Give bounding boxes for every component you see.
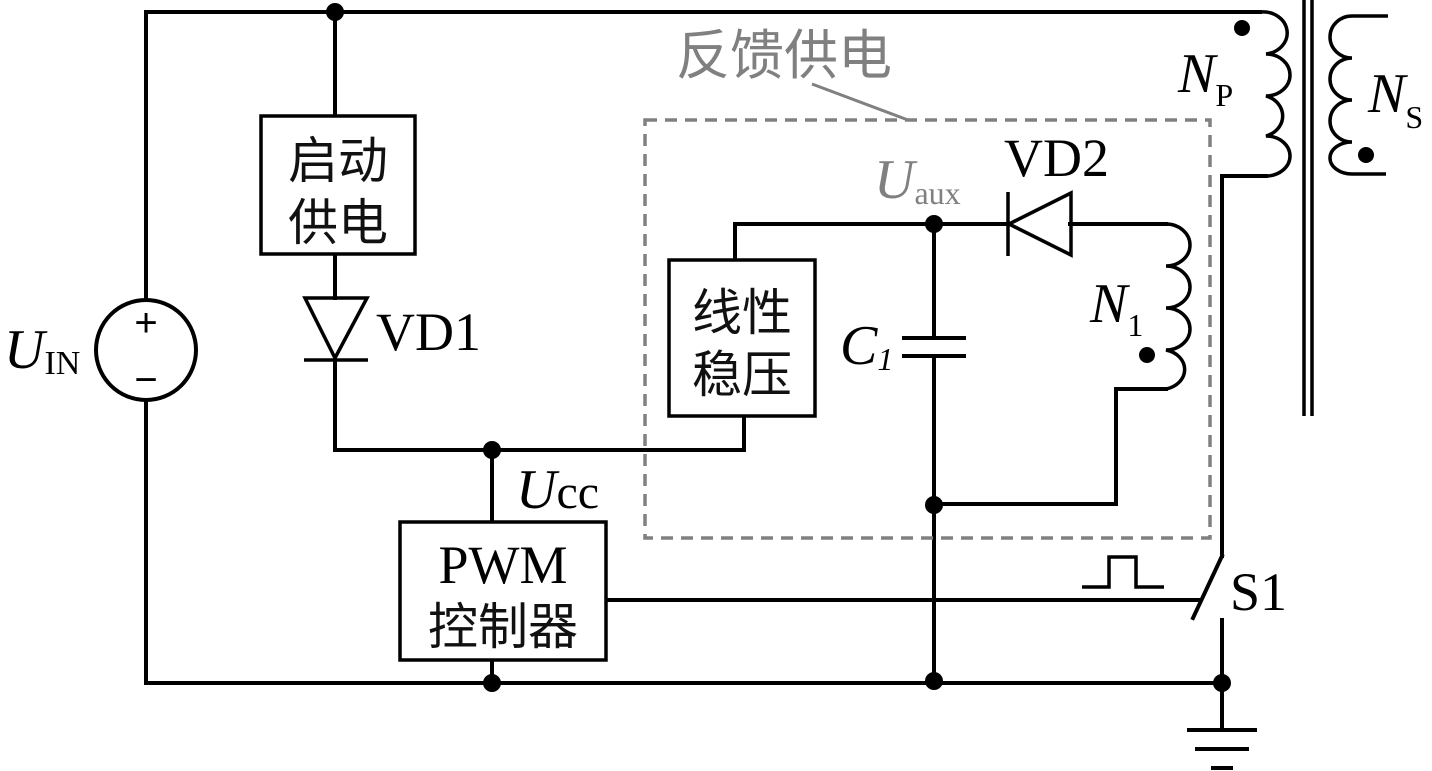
pwm-controller-line1: PWM xyxy=(438,535,567,595)
junction-ucc xyxy=(483,441,501,459)
vd1-label: VD1 xyxy=(376,302,481,362)
vd2-label: VD2 xyxy=(1004,128,1109,188)
wire-n1-return xyxy=(932,387,1168,506)
ground-icon xyxy=(1187,728,1257,770)
voltage-source-uin: + − xyxy=(94,298,198,402)
uin-label: UIN xyxy=(4,319,80,382)
uaux-label: Uaux xyxy=(874,149,961,211)
switch-s1 xyxy=(1190,553,1225,621)
plus-sign: + xyxy=(134,301,157,345)
diode-vd1 xyxy=(302,296,370,362)
np-polarity-dot xyxy=(1234,20,1250,36)
c1-label: C1 xyxy=(840,315,893,377)
junction-gnd-switch xyxy=(1213,674,1231,692)
junction-gnd-c1 xyxy=(925,672,943,690)
np-label: NP xyxy=(1177,43,1233,113)
junction-top xyxy=(326,3,344,21)
wire-primary-to-switch xyxy=(1220,174,1268,558)
linear-regulator-line1: 线性 xyxy=(692,284,792,342)
n1-label: N1 xyxy=(1089,273,1143,343)
ns-polarity-dot xyxy=(1358,147,1374,163)
junction-n1-return xyxy=(925,496,943,514)
gate-pulse-icon xyxy=(1082,555,1164,589)
winding-n1 xyxy=(1165,222,1192,391)
wire-source-bottom xyxy=(144,398,1224,685)
ucc-label: Ucc xyxy=(516,459,599,521)
pwm-controller-block xyxy=(398,520,608,662)
winding-np xyxy=(1259,10,1292,178)
feedback-supply-region xyxy=(643,118,1212,540)
linear-regulator-block xyxy=(667,258,817,418)
wire-vd1-to-ucc xyxy=(333,358,746,452)
startup-supply-line1: 启动 xyxy=(288,132,388,190)
linear-regulator-line2: 稳压 xyxy=(692,346,792,404)
feedback-supply-title: 反馈供电 xyxy=(676,24,892,87)
junction-gnd-pwm xyxy=(483,674,501,692)
s1-label: S1 xyxy=(1230,562,1287,622)
diode-vd2 xyxy=(1005,190,1073,258)
pwm-controller-line2: 控制器 xyxy=(428,598,578,656)
startup-supply-line2: 供电 xyxy=(288,194,388,252)
capacitor-c1 xyxy=(902,336,966,358)
startup-supply-block xyxy=(259,114,417,256)
junction-uaux xyxy=(925,215,943,233)
minus-sign: − xyxy=(134,358,157,402)
ns-label: NS xyxy=(1367,63,1423,135)
wire-reg-to-uaux xyxy=(733,222,1007,262)
feedback-supply-leader xyxy=(811,82,909,122)
winding-ns xyxy=(1328,14,1388,176)
n1-polarity-dot xyxy=(1139,347,1155,363)
